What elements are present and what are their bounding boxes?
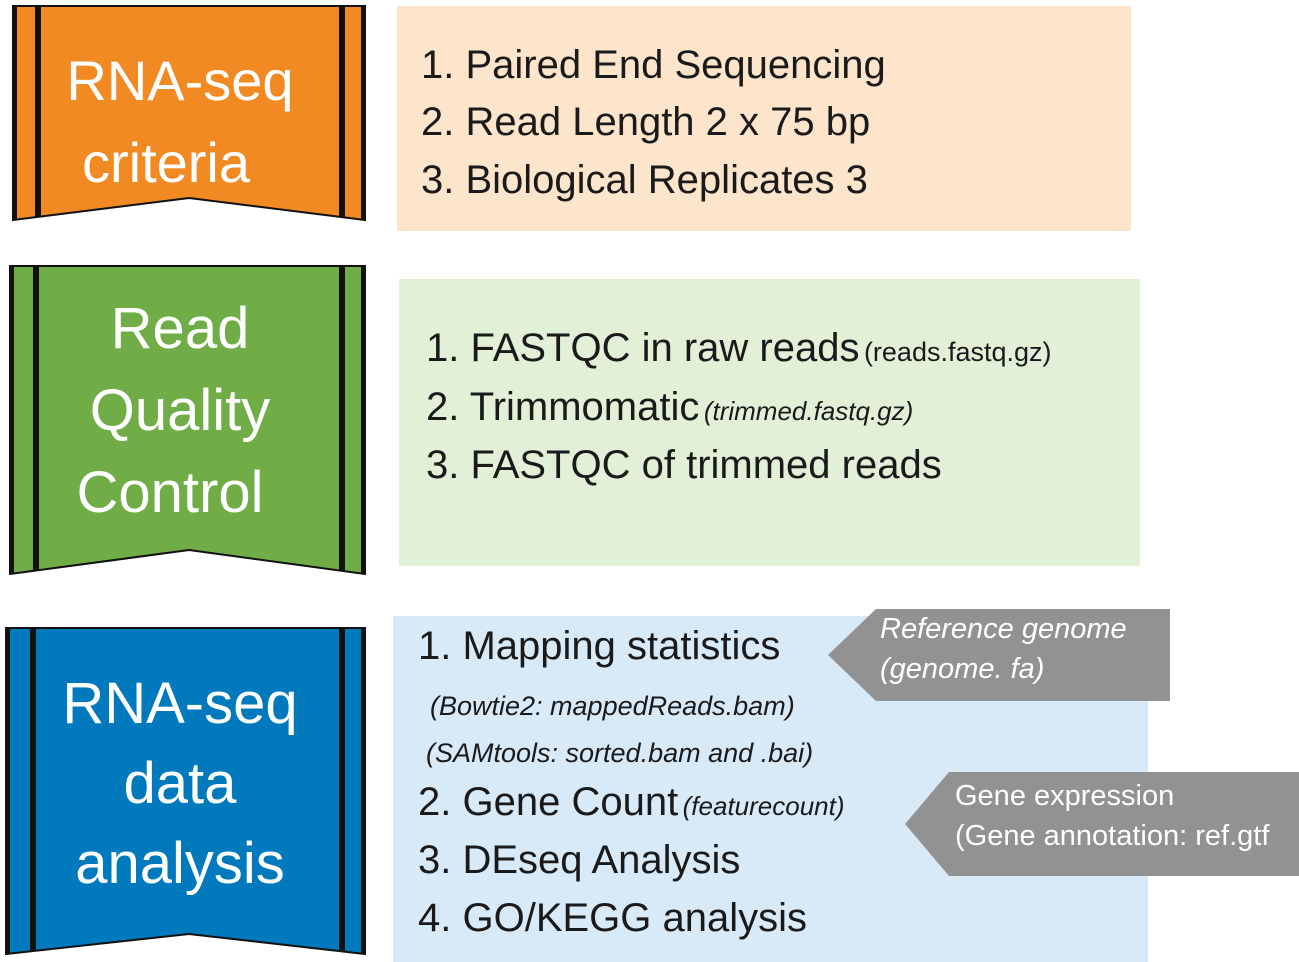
reference-genome-callout-shape [828, 609, 1170, 701]
qc-title-line-1: Read [110, 296, 250, 361]
gene-expression-line-1: Gene expression [955, 780, 1175, 812]
criteria-title: RNA-seq criteria [40, 40, 320, 204]
analysis-item-2-note: (featurecount) [682, 791, 845, 821]
analysis-banner: RNA-seq data analysis [0, 626, 370, 958]
criteria-panel: 1. Paired End Sequencing 2. Read Length … [397, 6, 1131, 231]
qc-panel: 1. FASTQC in raw reads (reads.fastq.gz) … [399, 279, 1140, 566]
criteria-banner: RNA-seq criteria [0, 4, 370, 222]
qc-item-2-note: (trimmed.fastq.gz) [703, 396, 914, 426]
qc-title-line-2: Quality [89, 378, 271, 443]
criteria-item-3: 3. Biological Replicates 3 [421, 158, 868, 202]
qc-item-1-note: (reads.fastq.gz) [863, 337, 1052, 367]
gene-expression-callout-fill [905, 772, 1299, 876]
analysis-title-line-1: RNA-seq [62, 671, 298, 736]
reference-genome-line-2: (genome. fa) [880, 653, 1045, 685]
qc-banner: Read Quality Control [0, 264, 370, 578]
gene-expression-callout: Gene expression (Gene annotation: ref.gt… [905, 772, 1299, 876]
analysis-panel: 1. Mapping statistics (Bowtie2: mappedRe… [393, 616, 1148, 962]
qc-title: Read Quality Control [40, 288, 320, 534]
gene-expression-line-2: (Gene annotation: ref.gtf [955, 820, 1270, 852]
reference-genome-line-1: Reference genome [880, 613, 1127, 645]
criteria-item-2: 2. Read Length 2 x 75 bp [421, 100, 871, 144]
analysis-banner-shape [5, 627, 366, 956]
analysis-item-2: 2. Gene Count (featurecount) [418, 780, 845, 824]
analysis-item-4: 4. GO/KEGG analysis [418, 896, 808, 940]
analysis-title: RNA-seq data analysis [40, 664, 320, 904]
reference-genome-callout: Reference genome (genome. fa) [828, 609, 1170, 701]
gene-expression-text: Gene expression (Gene annotation: ref.gt… [955, 776, 1269, 856]
criteria-item-1: 1. Paired End Sequencing [421, 43, 886, 87]
reference-genome-text: Reference genome (genome. fa) [880, 609, 1127, 689]
qc-banner-shape [9, 265, 366, 576]
analysis-subitem-bowtie: (Bowtie2: mappedReads.bam) [430, 691, 795, 721]
analysis-item-1: 1. Mapping statistics [418, 624, 781, 668]
analysis-title-line-3: analysis [75, 831, 285, 896]
criteria-banner-shape [12, 5, 366, 222]
analysis-item-3: 3. DEseq Analysis [418, 838, 741, 882]
criteria-title-line-2: criteria [81, 131, 251, 194]
analysis-title-line-2: data [123, 751, 237, 816]
reference-genome-callout-fill [828, 609, 1170, 701]
criteria-title-line-1: RNA-seq [66, 49, 294, 112]
qc-item-2: 2. Trimmomatic (trimmed.fastq.gz) [426, 385, 914, 429]
qc-item-1: 1. FASTQC in raw reads (reads.fastq.gz) [426, 326, 1052, 370]
qc-item-3: 3. FASTQC of trimmed reads [426, 443, 942, 487]
analysis-subitem-samtools: (SAMtools: sorted.bam and .bai) [426, 738, 814, 768]
qc-title-line-3: Control [76, 460, 264, 525]
gene-expression-callout-shape [905, 772, 1299, 876]
